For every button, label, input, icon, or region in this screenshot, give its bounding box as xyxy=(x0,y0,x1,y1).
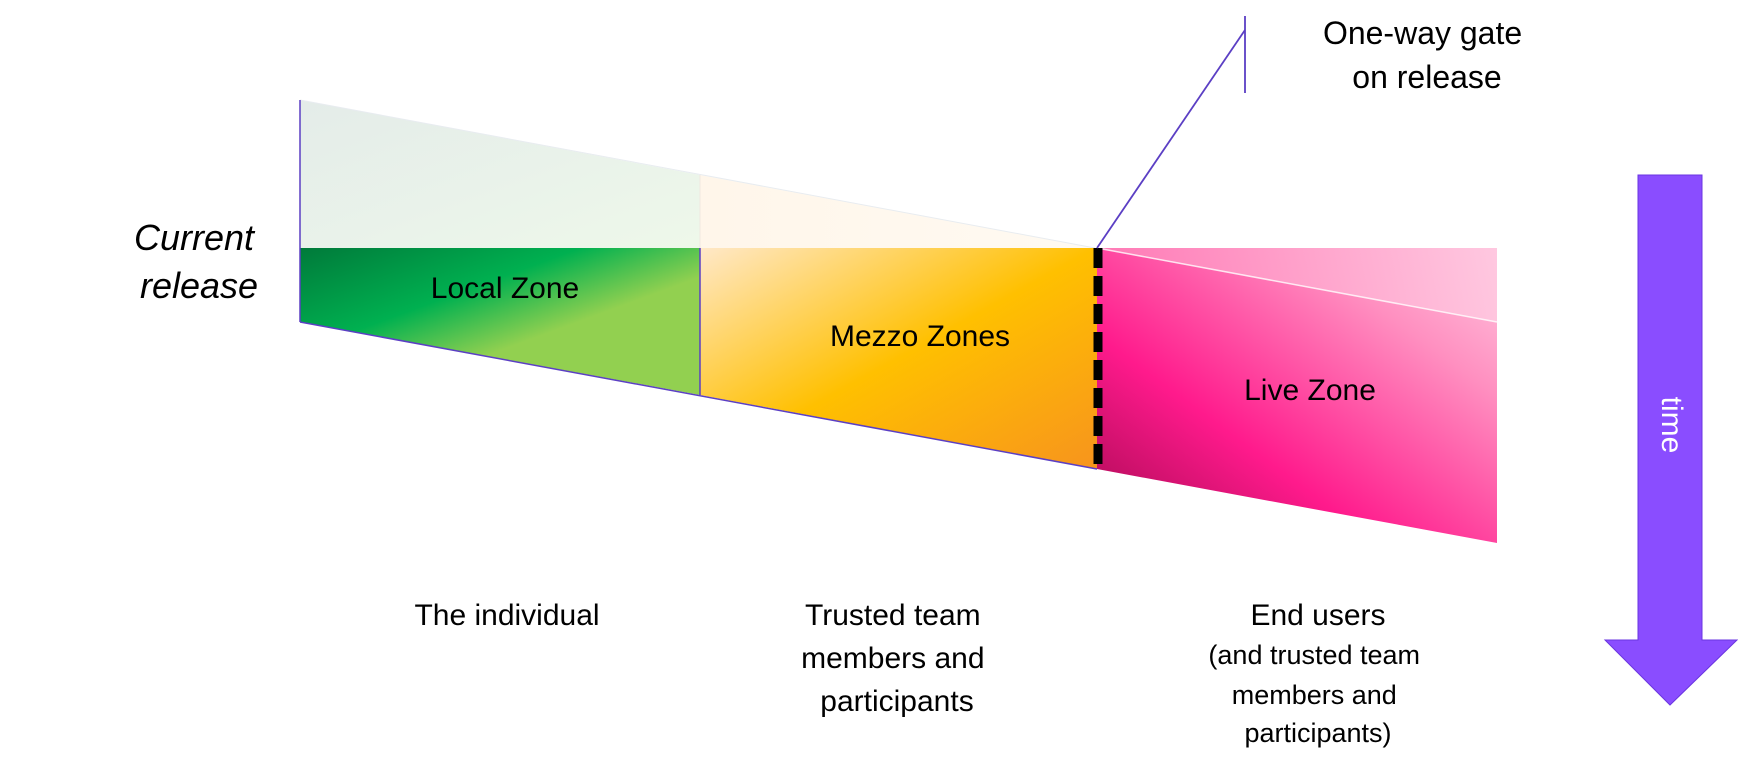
local-zone-label: Local Zone xyxy=(431,272,579,305)
mezzo-zones-label: Mezzo Zones xyxy=(830,320,1010,353)
local-zone xyxy=(300,248,700,395)
audience-trusted: Trusted team members and participants xyxy=(801,599,993,718)
audience-individual: The individual xyxy=(414,599,599,632)
local-zone-fade xyxy=(300,100,700,248)
audience-end-users-title: End users xyxy=(1250,599,1385,632)
live-zone-label: Live Zone xyxy=(1244,374,1376,407)
fade-top-edge xyxy=(299,99,1096,249)
gate-callout-line xyxy=(1096,29,1246,249)
time-arrow xyxy=(1603,174,1738,706)
live-zone xyxy=(1097,248,1497,543)
time-label: time xyxy=(1655,397,1688,454)
bottom-edge xyxy=(299,321,1098,470)
current-release-label: Current release xyxy=(134,217,264,306)
mezzo-zones xyxy=(700,248,1097,469)
gate-label: One-way gate on release xyxy=(1323,15,1531,95)
audience-end-users-detail: (and trusted team members and participan… xyxy=(1208,640,1427,748)
live-fade-edge xyxy=(1096,247,1498,323)
